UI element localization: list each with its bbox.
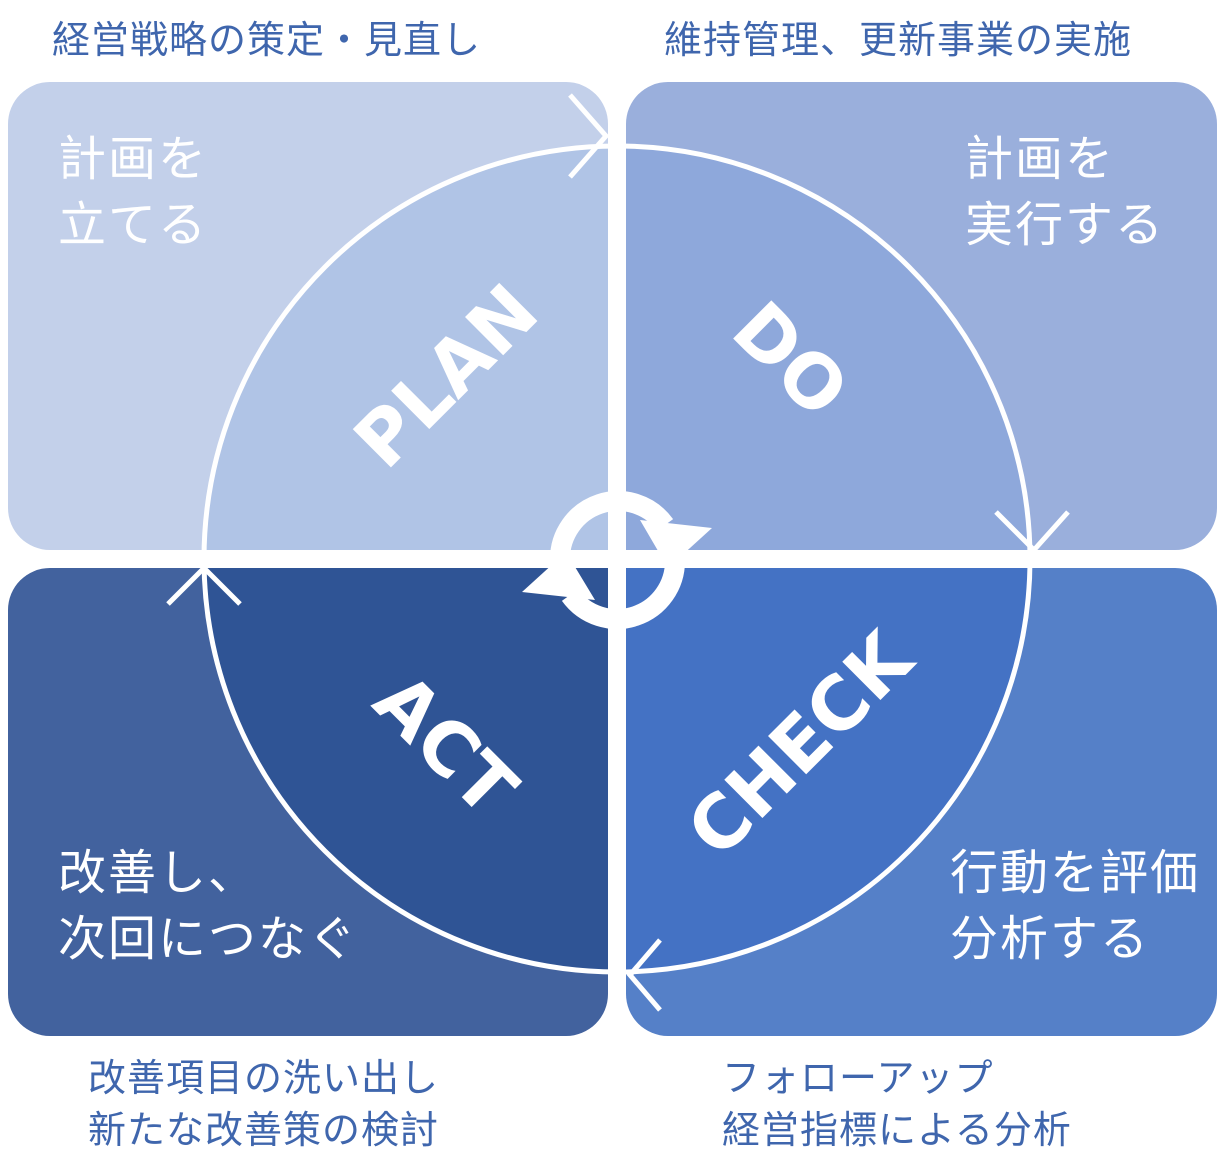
- act-description: 改善し、 次回につなぐ: [58, 845, 359, 967]
- do-caption: 維持管理、更新事業の実施: [664, 18, 1133, 62]
- arrow-check-to-act: [626, 938, 662, 1012]
- check-description: 行動を評価 分析する: [950, 845, 1201, 967]
- arrow-do-to-check: [994, 510, 1070, 554]
- plan-description: 計画を 立てる: [58, 131, 209, 253]
- plan-caption: 経営戦略の策定・見直し: [52, 18, 482, 62]
- check-arc-fill: [617, 559, 1030, 972]
- horizontal-divider: [0, 550, 1217, 568]
- act-arc-fill: [204, 559, 617, 972]
- do-arc-fill: [617, 146, 1030, 559]
- do-description: 計画を 実行する: [965, 131, 1166, 253]
- plan-arc-fill: [204, 146, 617, 559]
- check-caption: フォローアップ 経営指標による分析: [722, 1056, 1072, 1152]
- cycle-refresh-icon: [522, 490, 712, 630]
- act-caption: 改善項目の洗い出し 新たな改善策の検討: [88, 1056, 440, 1152]
- arrow-plan-to-do: [568, 93, 610, 179]
- cycle-circle: [201, 143, 1033, 975]
- arrow-act-to-plan: [166, 564, 242, 606]
